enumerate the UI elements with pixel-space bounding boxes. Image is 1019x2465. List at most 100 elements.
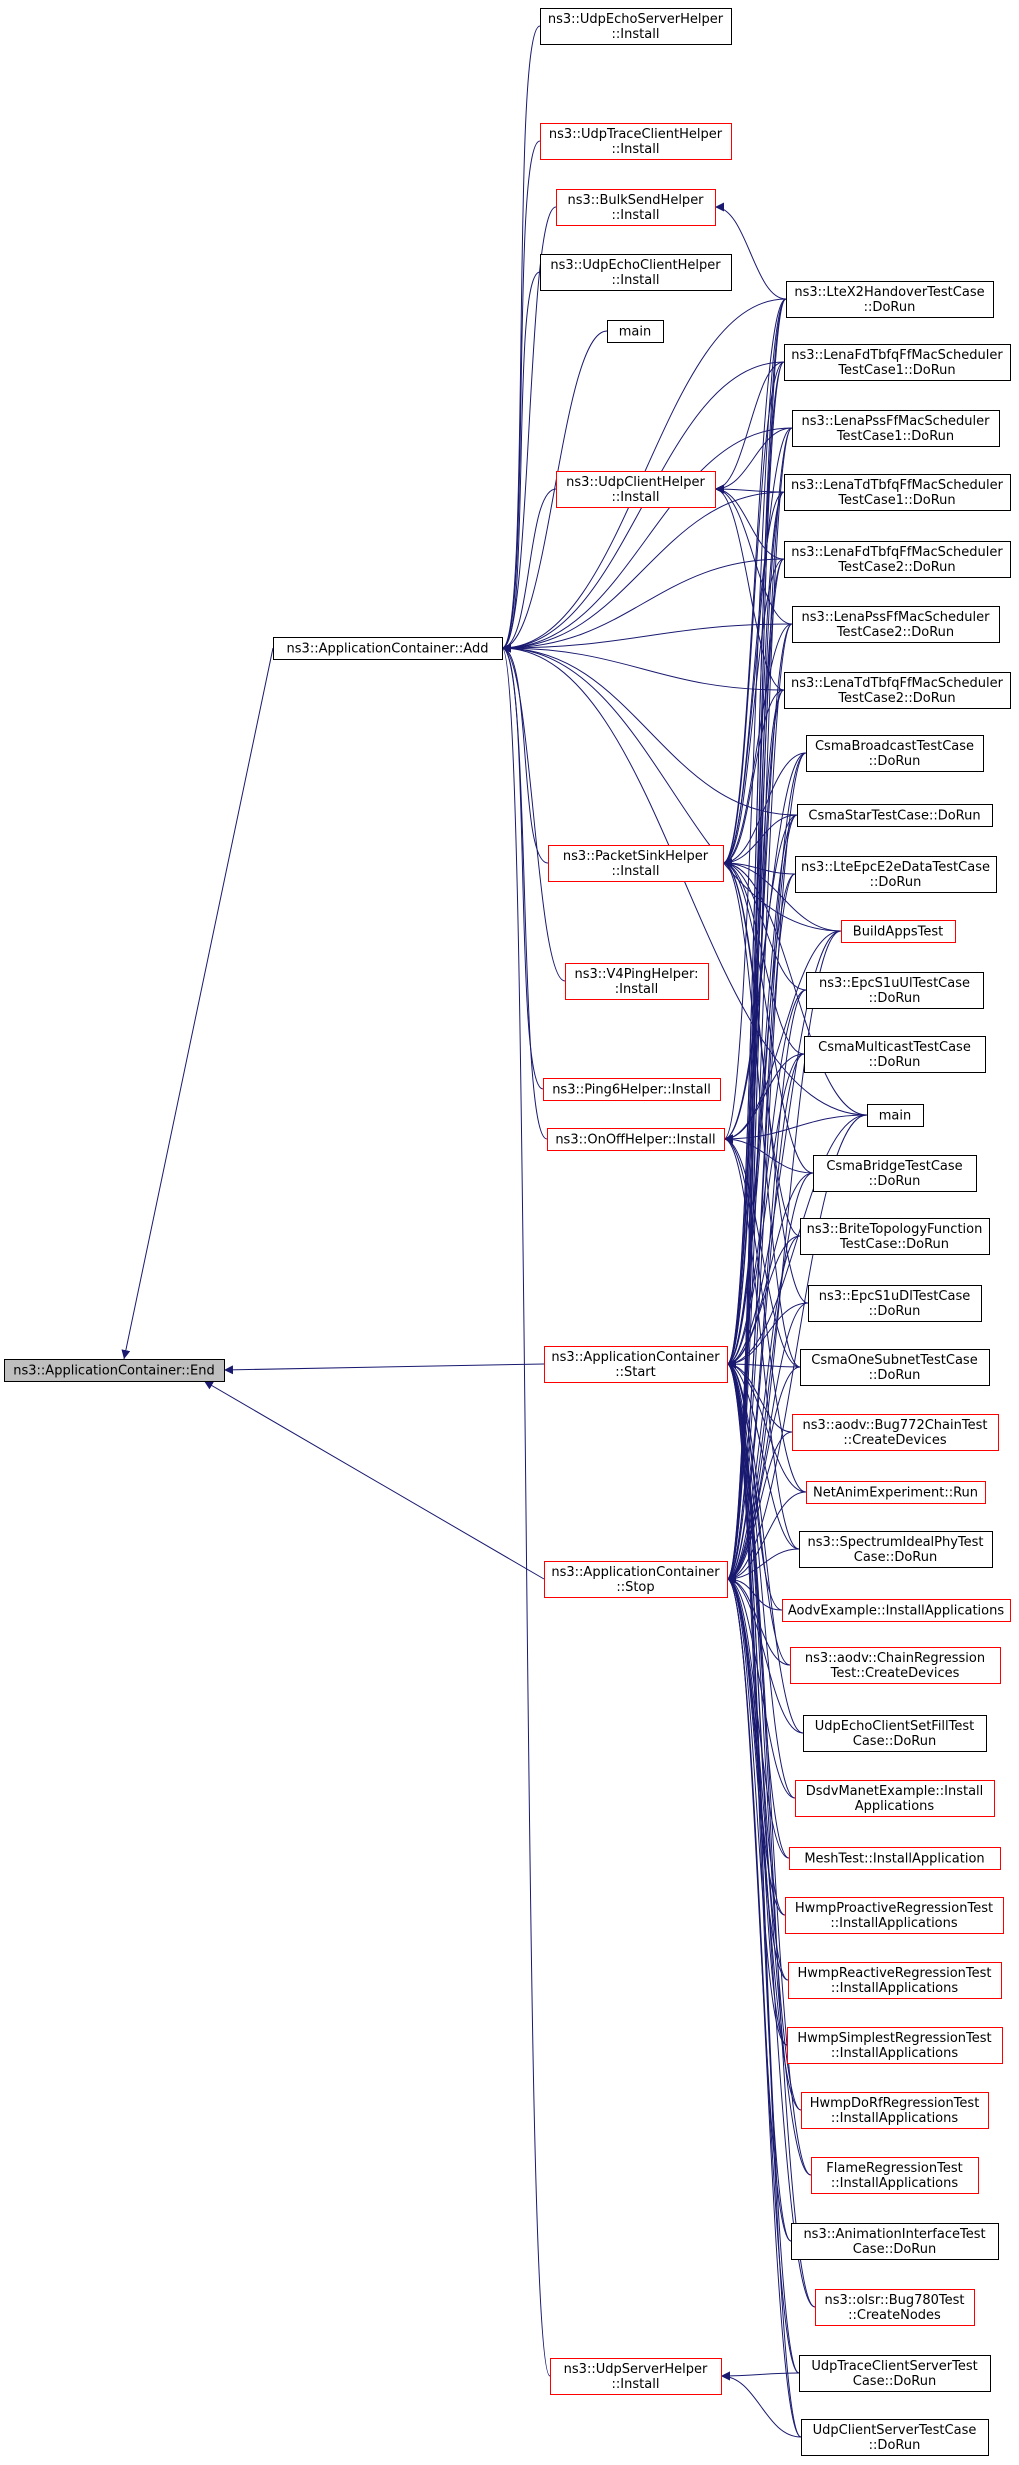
edge-td-tbfq1-to-packet-sink [722,491,785,868]
node-stop[interactable]: ns3::ApplicationContainer::Stop [544,1561,728,1598]
node-csma-star[interactable]: CsmaStarTestCase::DoRun [797,804,993,827]
node-label: ::InstallApplications [831,2046,959,2061]
node-label: ::Install [612,490,660,505]
edge-net-anim-to-on-off [723,1134,807,1493]
node-mesh-test[interactable]: MeshTest::InstallApplication [789,1847,1001,1870]
node-box [867,1104,924,1127]
edge-lte-x2-to-bulk-send [714,202,787,300]
node-box [841,920,956,943]
node-pss1[interactable]: ns3::LenaPssFfMacSchedulerTestCase1::DoR… [792,410,1000,447]
node-ping6[interactable]: ns3::Ping6Helper::Install [543,1078,721,1101]
node-csma-one-subnet[interactable]: CsmaOneSubnetTestCase::DoRun [800,1349,990,1386]
edge-csma-bridge-to-stop [726,1172,814,1584]
node-label: CsmaOneSubnetTestCase [811,1353,977,1368]
edge-olsr-bug780-to-stop [726,1574,816,2308]
node-hwmp-do-rf[interactable]: HwmpDoRfRegressionTest::InstallApplicati… [801,2092,989,2129]
node-fd-tbfq1[interactable]: ns3::LenaFdTbfqFfMacSchedulerTestCase1::… [784,344,1011,381]
node-main2[interactable]: main [867,1104,924,1127]
node-lte-epc-e2e[interactable]: ns3::LteEpcE2eDataTestCase::DoRun [795,856,997,893]
node-v4-ping[interactable]: ns3::V4PingHelper::Install [565,963,709,1000]
node-td-tbfq1[interactable]: ns3::LenaTdTbfqFfMacSchedulerTestCase1::… [784,474,1011,511]
node-udp-client[interactable]: ns3::UdpClientHelper::Install [556,471,716,508]
node-label: ns3::ApplicationContainer [551,1565,720,1580]
node-label: ns3::LteX2HandoverTestCase [794,285,984,300]
node-box [784,474,1011,511]
node-label: TestCase1::DoRun [837,493,955,508]
node-lte-x2[interactable]: ns3::LteX2HandoverTestCase::DoRun [786,281,994,318]
node-label: ::DoRun [869,991,921,1006]
node-csma-broadcast[interactable]: CsmaBroadcastTestCase::DoRun [806,735,984,772]
edge-main2-to-packet-sink [722,858,868,1116]
node-bulk-send[interactable]: ns3::BulkSendHelper::Install [556,189,716,226]
edge-udp-cs-to-udp-server [720,2371,802,2438]
node-label: ns3::LenaTdTbfqFfMacScheduler [791,676,1004,691]
edge-lte-x2-to-packet-sink [722,298,787,868]
node-main1[interactable]: main [607,320,664,343]
node-hwmp-reactive[interactable]: HwmpReactiveRegressionTest::InstallAppli… [788,1962,1002,1999]
node-fd-tbfq2[interactable]: ns3::LenaFdTbfqFfMacSchedulerTestCase2::… [784,541,1011,578]
node-packet-sink[interactable]: ns3::PacketSinkHelper::Install [548,845,724,882]
edge-aodv-chain-to-stop [726,1574,791,1666]
edge-udp-server-to-add [501,644,551,2377]
node-pss2[interactable]: ns3::LenaPssFfMacSchedulerTestCase2::DoR… [792,606,1000,643]
edge-csma-multicast-to-start [726,1053,805,1369]
node-aodv-bug772[interactable]: ns3::aodv::Bug772ChainTest::CreateDevice… [792,1414,999,1451]
node-add[interactable]: ns3::ApplicationContainer::Add [273,637,503,660]
edge-fd-tbfq1-to-stop [726,361,785,1584]
edge-td-tbfq2-to-add [501,643,785,691]
node-box [799,1531,993,1568]
node-box [813,1155,977,1192]
node-udp-echo-server[interactable]: ns3::UdpEchoServerHelper::Install [540,8,732,45]
node-td-tbfq2[interactable]: ns3::LenaTdTbfqFfMacSchedulerTestCase2::… [784,672,1011,709]
node-epc-s1u-ul[interactable]: ns3::EpcS1uUlTestCase::DoRun [806,972,984,1009]
node-aodv-example[interactable]: AodvExample::InstallApplications [782,1599,1011,1622]
node-udp-echo-client[interactable]: ns3::UdpEchoClientHelper::Install [540,254,732,291]
node-box [548,845,724,882]
node-udp-trace-client[interactable]: ns3::UdpTraceClientHelper::Install [540,123,732,160]
node-label: FlameRegressionTest [826,2161,962,2176]
node-on-off[interactable]: ns3::OnOffHelper::Install [547,1128,725,1151]
node-box [791,2223,999,2260]
node-olsr-bug780[interactable]: ns3::olsr::Bug780Test::CreateNodes [815,2289,975,2326]
node-udp-server[interactable]: ns3::UdpServerHelper::Install [550,2358,722,2395]
node-csma-bridge[interactable]: CsmaBridgeTestCase::DoRun [813,1155,977,1192]
edge-fd-tbfq2-to-add [501,558,785,653]
node-hwmp-proactive[interactable]: HwmpProactiveRegressionTest::InstallAppl… [785,1897,1004,1934]
node-start[interactable]: ns3::ApplicationContainer::Start [544,1346,728,1383]
node-label: MeshTest::InstallApplication [804,1852,984,1867]
node-brite[interactable]: ns3::BriteTopologyFunctionTestCase::DoRu… [800,1218,990,1255]
node-box [797,804,993,827]
node-box [806,1481,986,1504]
node-label: ::InstallApplications [831,1981,959,1996]
node-box [795,1780,995,1817]
edge-fd-tbfq1-to-start [726,361,785,1369]
node-epc-s1u-dl[interactable]: ns3::EpcS1uDlTestCase::DoRun [808,1285,982,1322]
node-label: Test::CreateDevices [830,1666,960,1681]
node-udp-cs[interactable]: UdpClientServerTestCase::DoRun [801,2419,989,2456]
node-label: UdpEchoClientSetFillTest [815,1719,975,1734]
node-dsdv[interactable]: DsdvManetExample::InstallApplications [795,1780,995,1817]
node-net-anim[interactable]: NetAnimExperiment::Run [806,1481,986,1504]
node-csma-multicast[interactable]: CsmaMulticastTestCase::DoRun [804,1036,986,1073]
node-hwmp-simplest[interactable]: HwmpSimplestRegressionTest::InstallAppli… [787,2027,1003,2064]
node-aodv-chain[interactable]: ns3::aodv::ChainRegressionTest::CreateDe… [790,1647,1001,1684]
node-label: ::DoRun [869,1174,921,1189]
edge-flame-to-stop [726,1574,812,2176]
node-label: ns3::UdpEchoClientHelper [550,258,721,273]
edge-pss2-to-udp-client [714,484,793,625]
node-box [556,189,716,226]
edge-td-tbfq1-to-start [726,491,785,1369]
node-label: ns3::BriteTopologyFunction [807,1222,983,1237]
node-label: ns3::V4PingHelper: [575,967,699,982]
node-flame[interactable]: FlameRegressionTest::InstallApplications [811,2157,979,2194]
node-label: ns3::UdpClientHelper [566,475,705,490]
edge-build-apps-to-add [501,643,842,932]
node-build-apps[interactable]: BuildAppsTest [841,920,956,943]
node-end[interactable]: ns3::ApplicationContainer::End [4,1359,225,1382]
node-label: ns3::aodv::ChainRegression [805,1651,985,1666]
edge-mesh-test-to-stop [726,1574,790,1859]
